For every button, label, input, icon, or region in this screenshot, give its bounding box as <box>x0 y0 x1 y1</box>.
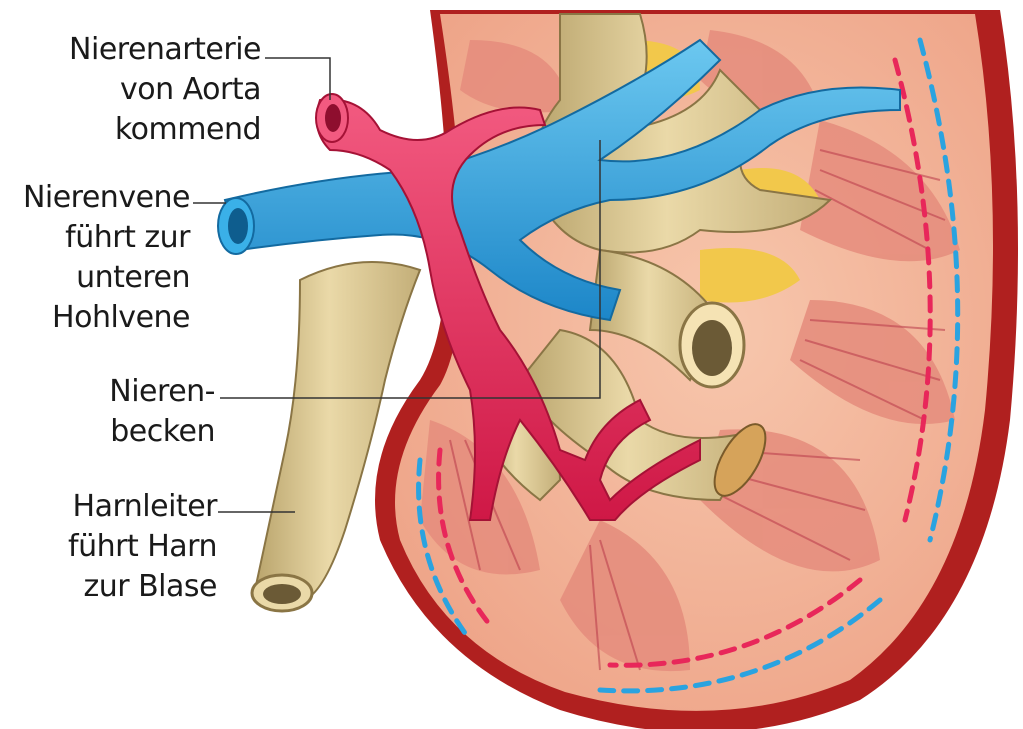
leader-artery <box>265 58 330 100</box>
ureter-lumen <box>263 584 301 604</box>
renal-vein-lumen <box>228 208 248 244</box>
renal-artery-lumen <box>325 104 341 132</box>
calyx-opening-inner <box>692 320 732 376</box>
